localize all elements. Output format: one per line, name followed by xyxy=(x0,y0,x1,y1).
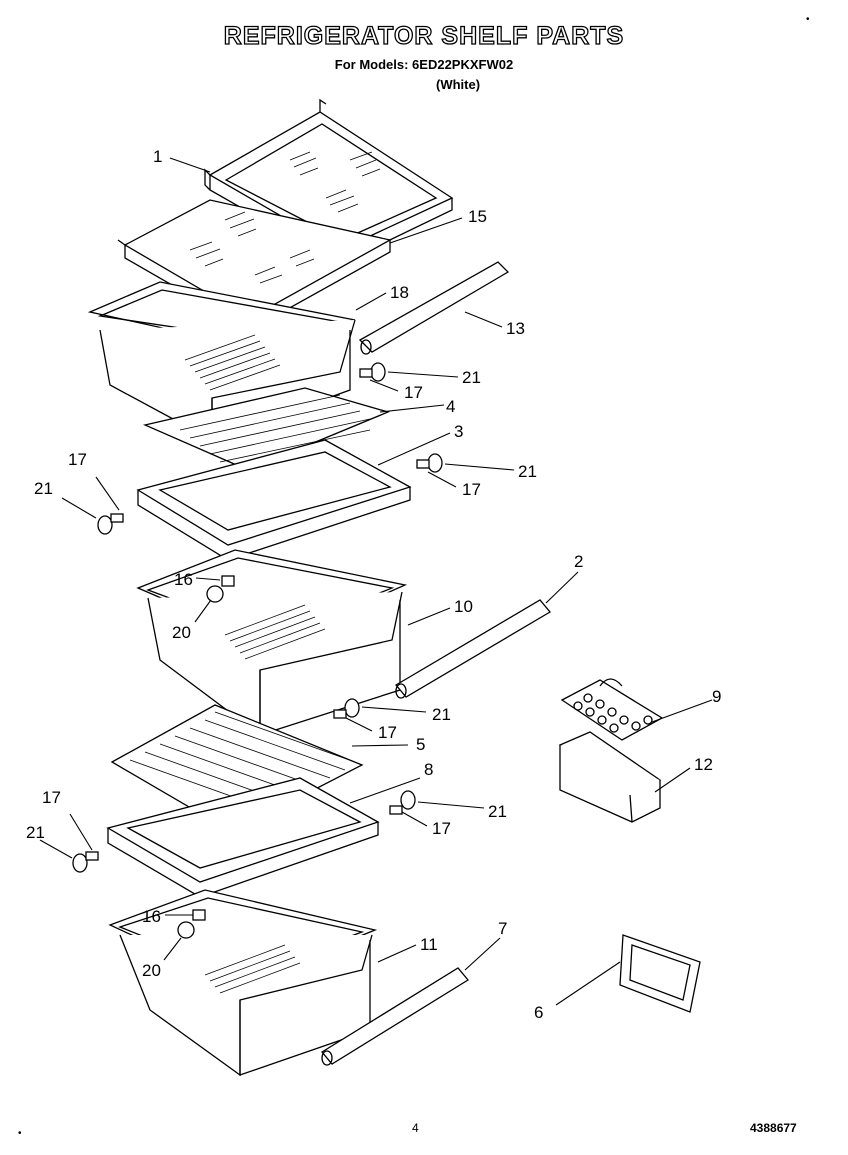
callout-labels: 1 15 18 13 21 17 4 3 21 17 17 21 16 20 1… xyxy=(26,147,721,1022)
part-11-drawer xyxy=(108,889,378,1077)
part-1-top-shelf xyxy=(204,98,454,265)
part-3-frame xyxy=(136,439,412,561)
callout-17: 17 xyxy=(462,480,481,499)
callout-3: 3 xyxy=(454,422,463,441)
callout-21: 21 xyxy=(26,823,45,842)
callout-18: 18 xyxy=(390,283,409,302)
callout-11: 11 xyxy=(420,935,438,954)
part-10-drawer xyxy=(136,549,408,737)
callout-20: 20 xyxy=(172,623,191,642)
scan-mark: • xyxy=(18,1128,22,1139)
leader-lines xyxy=(39,157,713,1006)
callout-16: 16 xyxy=(142,907,161,926)
callout-15: 15 xyxy=(468,207,487,226)
callout-1: 1 xyxy=(153,147,162,166)
callout-12: 12 xyxy=(694,755,713,774)
callout-21: 21 xyxy=(462,368,481,387)
callout-17: 17 xyxy=(68,450,87,469)
callout-21: 21 xyxy=(34,479,53,498)
callout-2: 2 xyxy=(574,552,583,571)
callout-17: 17 xyxy=(432,819,451,838)
scan-mark: • xyxy=(806,14,810,25)
callout-21: 21 xyxy=(518,462,537,481)
callout-8: 8 xyxy=(424,760,433,779)
callout-17: 17 xyxy=(378,723,397,742)
page-title: REFRIGERATOR SHELF PARTS xyxy=(223,21,625,50)
callout-17: 17 xyxy=(42,788,61,807)
callout-21: 21 xyxy=(432,705,451,724)
callout-16: 16 xyxy=(174,570,193,589)
document-number: 4388677 xyxy=(750,1121,797,1135)
callout-7: 7 xyxy=(498,919,507,938)
callout-20: 20 xyxy=(142,961,161,980)
callout-9: 9 xyxy=(712,687,721,706)
part-6-plate xyxy=(619,934,701,1013)
callout-6: 6 xyxy=(534,1003,543,1022)
callout-5: 5 xyxy=(416,735,425,754)
callout-13: 13 xyxy=(506,319,525,338)
part-13-rod xyxy=(358,261,510,355)
page-number: 4 xyxy=(412,1121,419,1135)
color-variant: (White) xyxy=(436,77,481,92)
part-4-shelf xyxy=(142,387,390,471)
part-9-egg-tray xyxy=(560,678,664,741)
part-12-egg-bin xyxy=(558,731,662,823)
callout-21: 21 xyxy=(488,802,507,821)
callout-4: 4 xyxy=(446,397,455,416)
part-8-frame xyxy=(106,777,380,898)
model-subtitle: For Models: 6ED22PKXFW02 xyxy=(334,57,514,72)
hardware-fasteners xyxy=(72,362,443,939)
part-7-rod xyxy=(321,967,469,1066)
callout-10: 10 xyxy=(454,597,473,616)
callout-17: 17 xyxy=(404,383,423,402)
part-2-rod xyxy=(395,599,551,699)
